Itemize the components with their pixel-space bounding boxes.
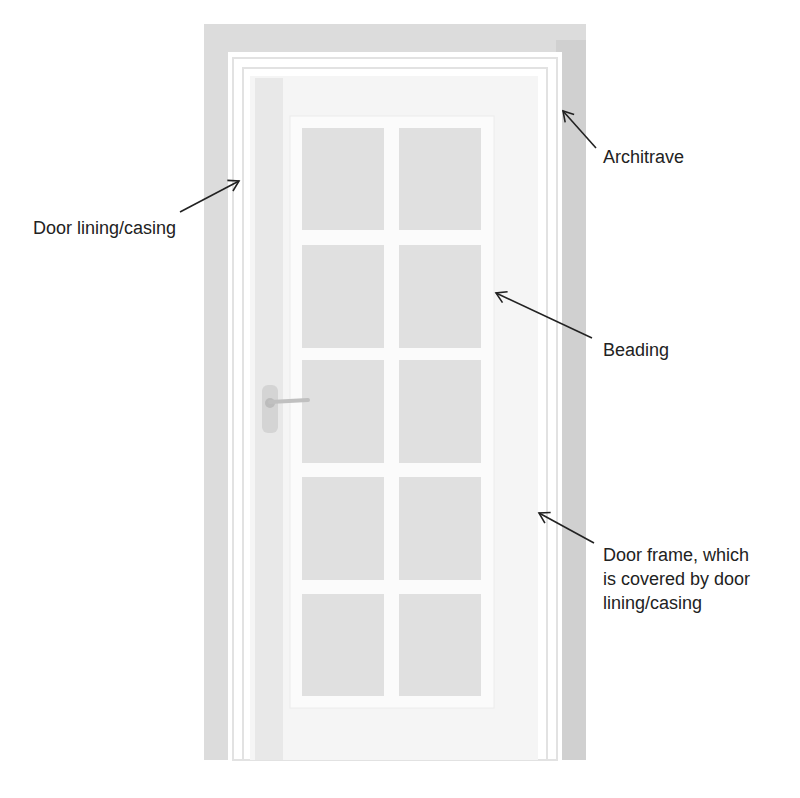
door-frame [243, 68, 547, 760]
leader-line [539, 513, 594, 543]
part-label: Beading [603, 338, 783, 362]
part-label: Door frame, which is covered by door lin… [603, 543, 761, 615]
leader-line [563, 111, 596, 148]
handle-plate [262, 385, 278, 433]
glass-panes [302, 128, 481, 696]
architrave [204, 24, 586, 760]
beading [290, 116, 494, 708]
part-label: Architrave [603, 145, 783, 169]
door-edge [255, 78, 283, 760]
part-label: Door lining/casing [33, 216, 203, 240]
leader-line [496, 293, 592, 338]
handle-lever [270, 400, 308, 402]
door-lining [228, 52, 562, 760]
leader-line [180, 181, 239, 212]
lining-edge [233, 58, 557, 760]
door-leaf [250, 76, 538, 760]
